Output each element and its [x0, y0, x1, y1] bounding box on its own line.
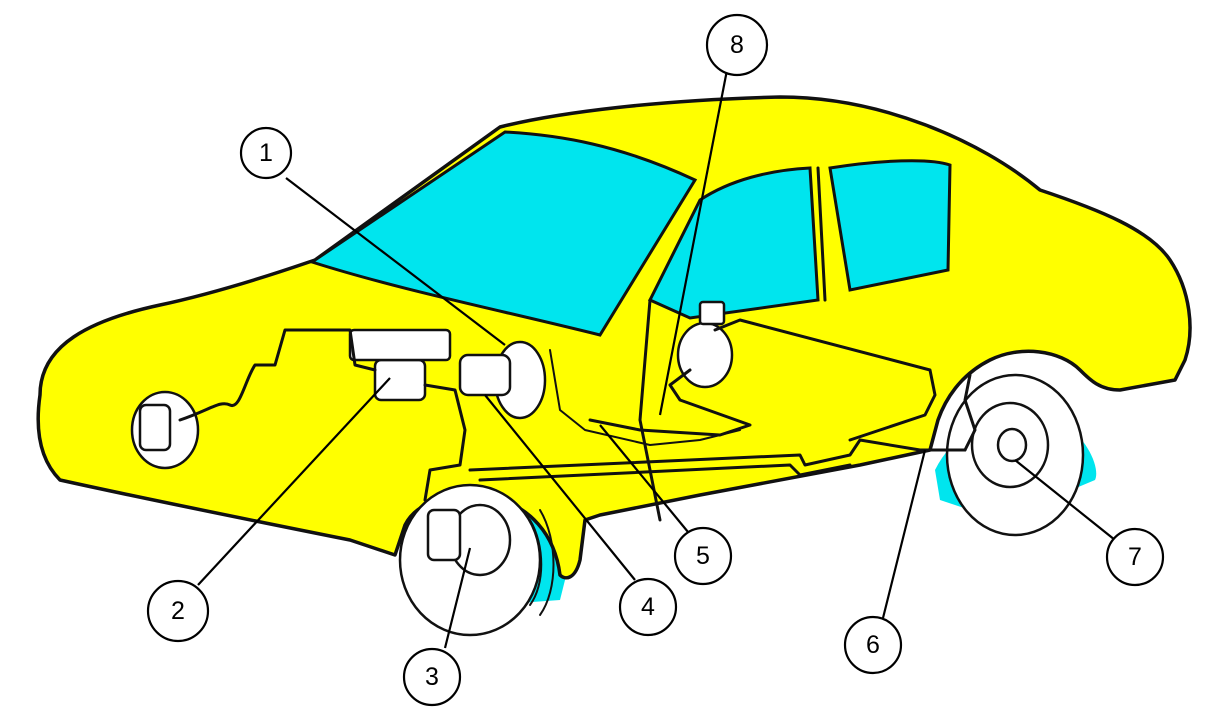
- leader-line-1: [285, 177, 506, 346]
- leader-line-6: [881, 449, 927, 619]
- leader-line-5: [599, 424, 689, 533]
- leader-line-3: [443, 547, 472, 649]
- leader-line-8: [658, 69, 729, 416]
- callout-8-label: 8: [730, 31, 744, 59]
- leader-line-7: [1014, 459, 1116, 541]
- brake-line-main-rear: [468, 438, 967, 472]
- callout-4: 4: [618, 577, 678, 637]
- brake-line-rear-right-hose: [963, 373, 977, 452]
- callout-7: 7: [1105, 527, 1165, 587]
- callout-1-label: 1: [259, 139, 273, 167]
- callout-4-label: 4: [641, 593, 655, 621]
- windshield: [308, 130, 698, 337]
- leader-line-4: [484, 394, 636, 581]
- far-rear-brake-cylinder: [698, 300, 726, 326]
- master-cylinder: [458, 353, 512, 397]
- callout-3: 3: [402, 647, 462, 707]
- brake-line-front-left: [178, 328, 377, 422]
- callout-5-label: 5: [696, 542, 710, 570]
- door-pillar: [638, 166, 827, 522]
- far-rear-brake-drum: [676, 321, 734, 389]
- leader-line-2: [197, 377, 391, 586]
- callout-3-label: 3: [425, 663, 439, 691]
- brake-line-to-far-rear: [588, 368, 752, 437]
- brake-line-to-rear-right: [713, 318, 937, 442]
- front-brake-caliper: [426, 508, 462, 562]
- callout-1: 1: [239, 126, 293, 180]
- callout-8: 8: [705, 13, 769, 77]
- abs-modulator: [373, 358, 427, 402]
- callout-2-label: 2: [171, 597, 185, 625]
- front-door-window: [647, 166, 820, 320]
- callout-6: 6: [843, 615, 903, 675]
- front-wheel-tread-lines: [529, 509, 555, 616]
- fluid-reservoir: [348, 328, 452, 362]
- handbrake-cable: [549, 349, 741, 446]
- callout-2: 2: [146, 579, 210, 643]
- rear-drum-hub: [996, 427, 1028, 463]
- callout-5: 5: [673, 526, 733, 586]
- brake-line-front-right: [423, 383, 467, 502]
- callout-7-label: 7: [1128, 543, 1142, 571]
- far-front-brake-caliper: [138, 403, 172, 452]
- callout-6-label: 6: [866, 631, 880, 659]
- brake-line-main-rear-lower: [478, 463, 852, 482]
- rear-door-window: [828, 159, 952, 292]
